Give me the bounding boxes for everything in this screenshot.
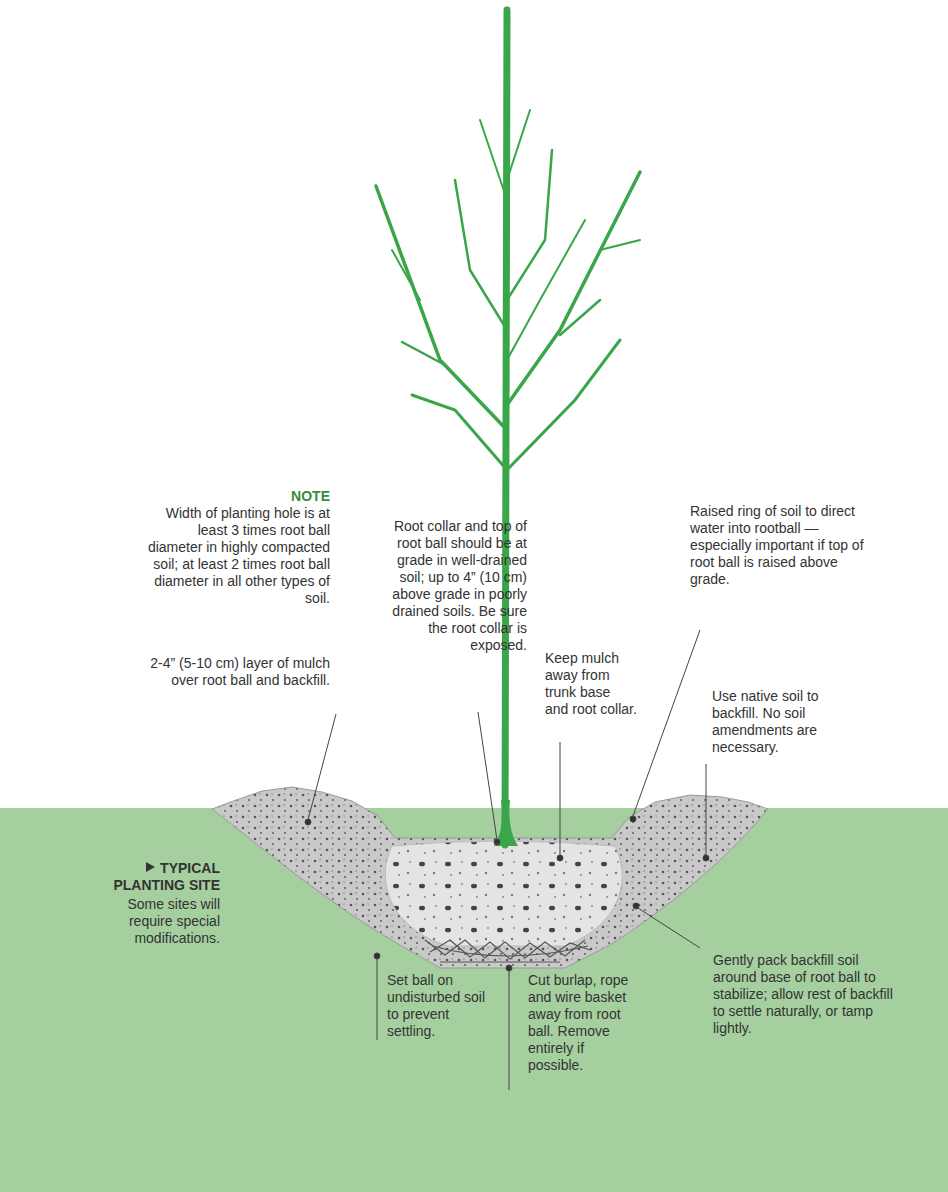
site-note: Some sites will require special modifica… [88, 896, 220, 947]
root-ball [385, 841, 622, 946]
root-collar [494, 800, 518, 846]
ground [0, 808, 948, 1192]
leader-lines [305, 630, 709, 1090]
callout-label: Keep mulch away from trunk base and root… [545, 650, 637, 718]
callout-label: Raised ring of soil to direct water into… [690, 503, 868, 588]
callout-label: 2-4” (5-10 cm) layer of mulch over root … [140, 655, 330, 689]
callout-label: Use native soil to backfill. No soil ame… [712, 688, 867, 756]
burlap-wire [425, 940, 590, 962]
callout-label: Root collar and top of root ball should … [383, 518, 527, 654]
marker-triangle [146, 862, 155, 872]
note-text: Width of planting hole is at least 3 tim… [140, 505, 330, 607]
note-heading: NOTE [230, 488, 330, 505]
site-heading: TYPICAL PLANTING SITE [100, 860, 220, 894]
tree [376, 10, 640, 845]
backfill [212, 787, 768, 968]
callout-label: Cut burlap, rope and wire basket away fr… [528, 972, 640, 1074]
callout-label: Gently pack backfill soil around base of… [713, 952, 903, 1037]
callout-label: Set ball on undisturbed soil to prevent … [387, 972, 499, 1040]
